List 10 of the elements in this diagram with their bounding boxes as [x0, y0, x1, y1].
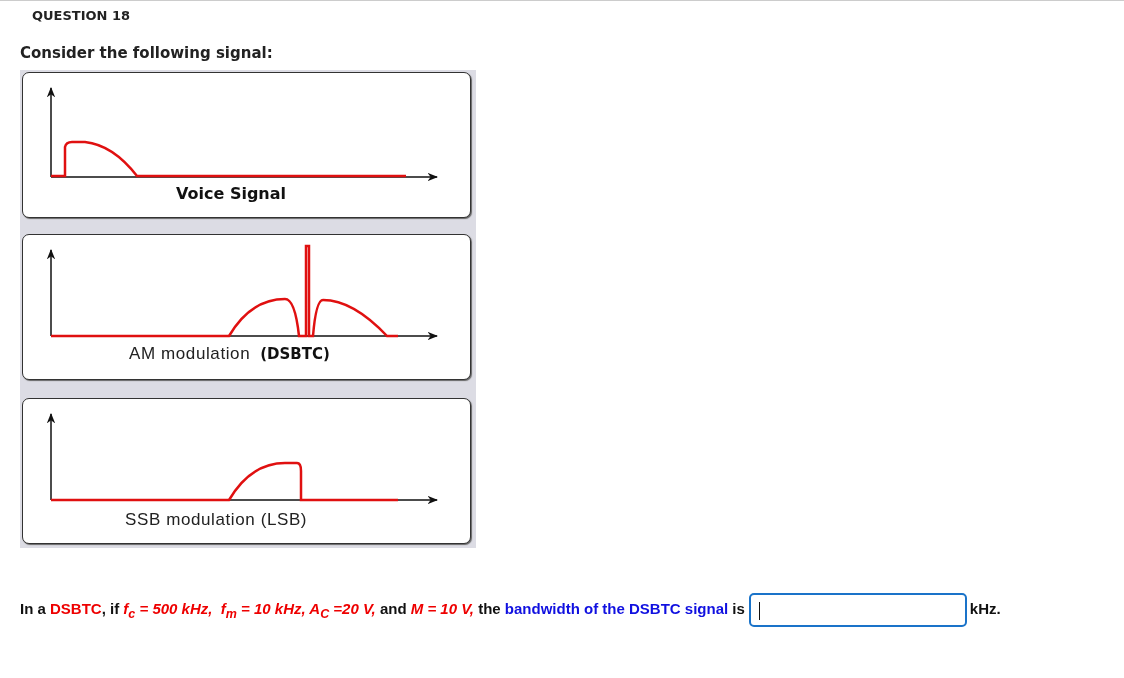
panel-caption: AM modulation — [129, 344, 251, 364]
question-heading: QUESTION 18 — [32, 8, 131, 23]
panel-caption: (DSBTC) — [260, 345, 330, 363]
spectrum-panel — [22, 72, 471, 218]
unit-text: kHz. — [969, 599, 1001, 619]
panel-caption: Voice Signal — [176, 184, 287, 203]
spectrum-panel — [22, 234, 471, 380]
question-text: In a DSBTC, if f$_{c}$ = 500 kHz, f$_{m}$ = 10 kHz, A$_{C}$ =20 V, and M = 10 V, the bandwidth of the DSBTC signal is — [20, 599, 745, 623]
panel-caption: SSB modulation (LSB) — [125, 510, 308, 530]
spectrum-panel — [22, 398, 471, 544]
